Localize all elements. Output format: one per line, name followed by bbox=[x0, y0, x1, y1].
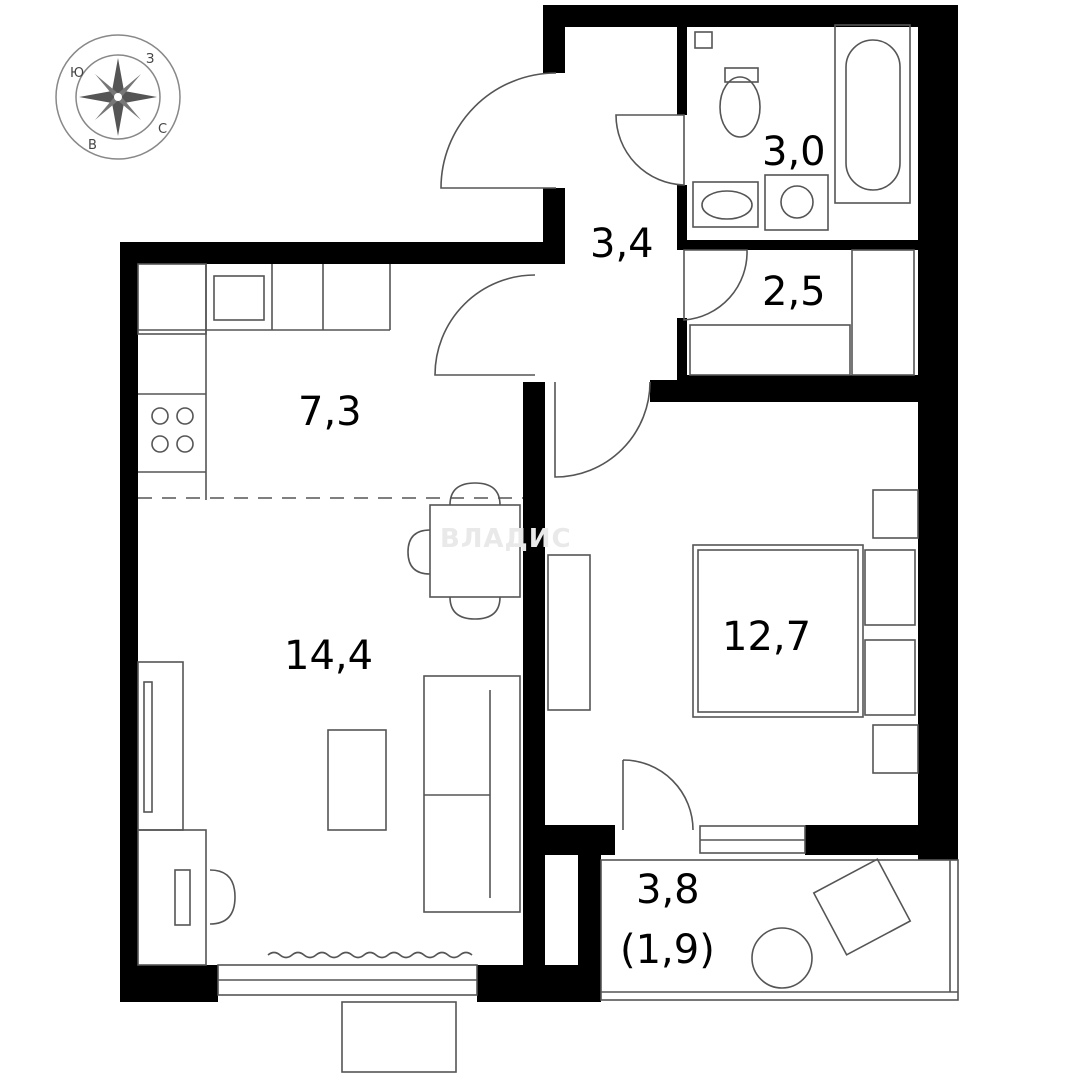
bathroom-area: 3,0 bbox=[762, 129, 826, 175]
compass-west-label: З bbox=[146, 52, 155, 67]
hallway-area: 3,4 bbox=[590, 221, 654, 267]
compass-east-label: В bbox=[88, 138, 97, 153]
watermark: ВЛАДИС bbox=[440, 524, 572, 554]
compass-north-label: С bbox=[158, 122, 168, 137]
walls bbox=[120, 5, 958, 1002]
storage-area: 2,5 bbox=[762, 269, 826, 315]
kitchen-area: 7,3 bbox=[298, 389, 362, 435]
living-area: 14,4 bbox=[284, 633, 374, 679]
furniture bbox=[137, 24, 959, 1073]
balcony-area: 3,8 bbox=[636, 867, 700, 913]
compass-icon bbox=[55, 34, 181, 160]
compass-south-label: Ю bbox=[70, 66, 85, 81]
bedroom-area: 12,7 bbox=[722, 614, 812, 660]
balcony-reduced-area: (1,9) bbox=[620, 927, 715, 973]
